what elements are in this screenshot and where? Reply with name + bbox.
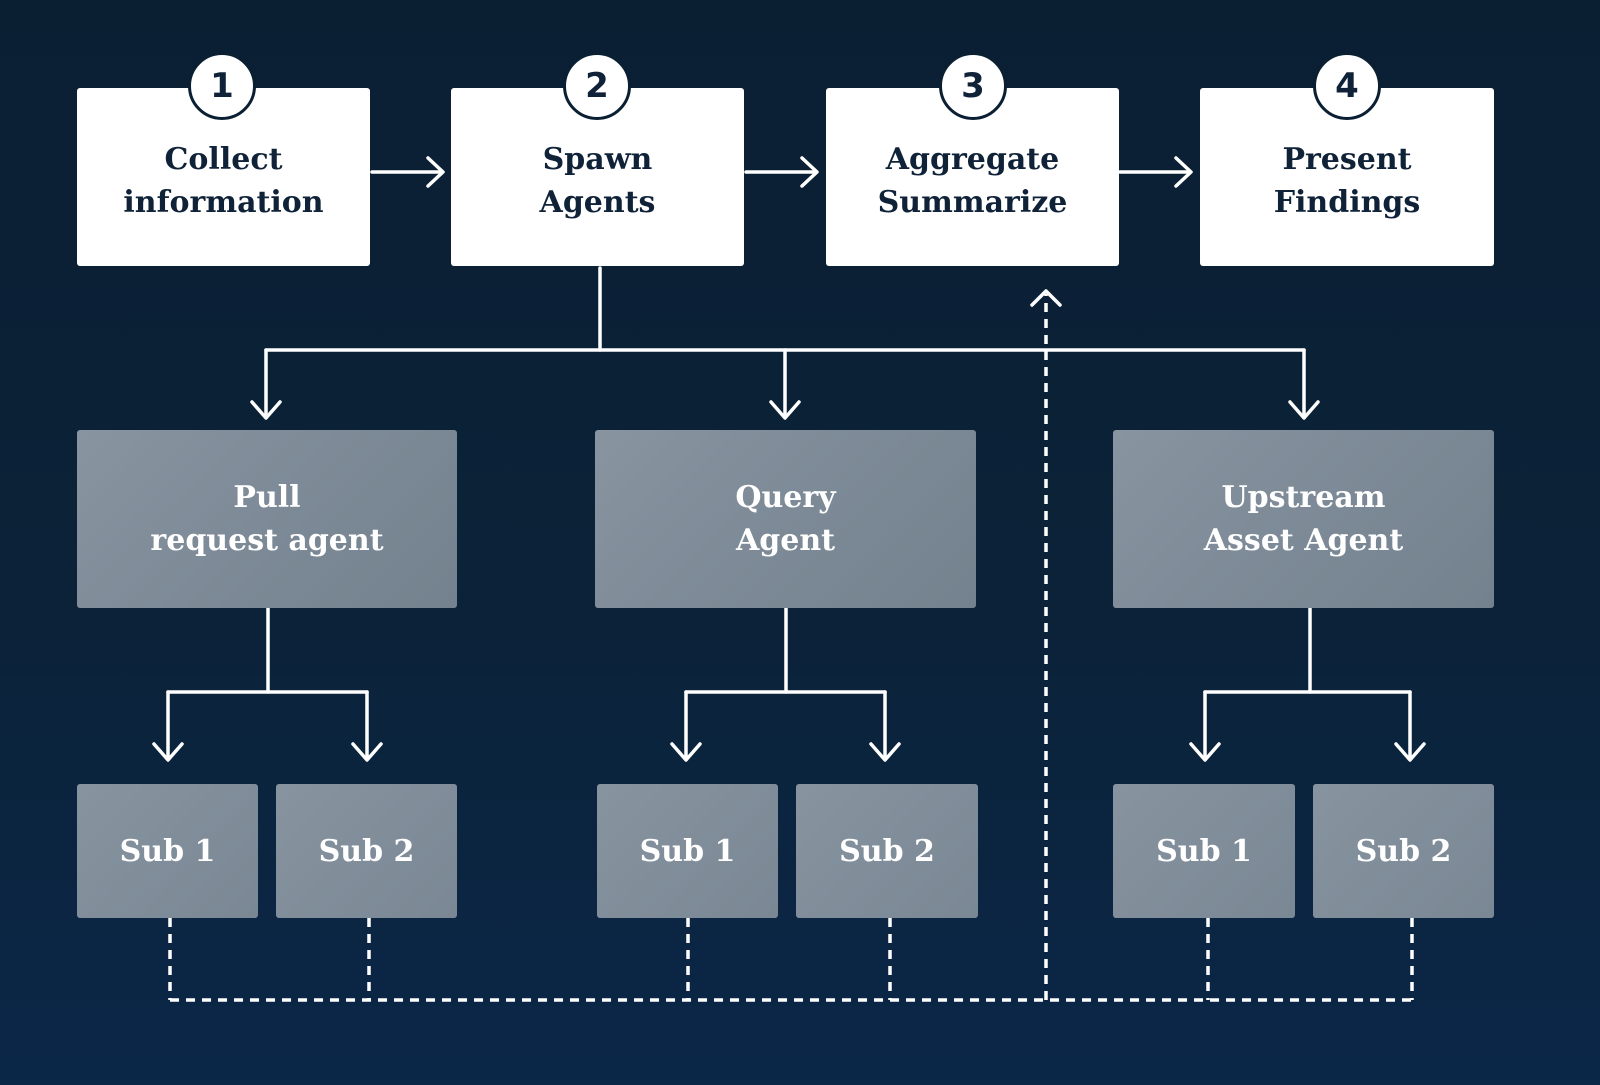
sub-agent-label: Sub 1 [119, 833, 216, 869]
agent-label: Query Agent [735, 480, 836, 558]
step-number-badge: 2 [563, 52, 631, 120]
sub-agent-box: Sub 1 [77, 784, 258, 918]
agent-label: Upstream Asset Agent [1203, 480, 1404, 558]
arrow-step-1-to-2 [370, 156, 445, 188]
sub-agent-box: Sub 2 [1313, 784, 1494, 918]
sub-agent-box: Sub 1 [1113, 784, 1295, 918]
spawn-fan-out-connector [250, 266, 1320, 420]
agent-upstream-asset: Upstream Asset Agent [1113, 430, 1494, 608]
arrow-step-2-to-3 [744, 156, 819, 188]
query-agent-sub-connector [670, 606, 901, 762]
sub-agent-box: Sub 2 [276, 784, 457, 918]
sub-agent-label: Sub 2 [318, 833, 415, 869]
dashed-return-arrowhead [1030, 289, 1062, 307]
upstream-asset-agent-sub-connector [1189, 606, 1426, 762]
arrow-step-3-to-4 [1118, 156, 1193, 188]
step-number-badge: 1 [188, 52, 256, 120]
step-label: Collect information [123, 142, 324, 220]
sub-agent-label: Sub 2 [839, 833, 935, 869]
step-label: Present Findings [1273, 142, 1421, 220]
step-number-badge: 4 [1313, 52, 1381, 120]
dashed-aggregation-return-path [168, 294, 1414, 1002]
step-label: Spawn Agents [539, 142, 656, 220]
pull-request-agent-sub-connector [152, 606, 383, 762]
sub-agent-box: Sub 2 [796, 784, 978, 918]
agent-pull-request: Pull request agent [77, 430, 457, 608]
step-label: Aggregate Summarize [877, 142, 1068, 220]
step-number-badge: 3 [939, 52, 1007, 120]
agent-label: Pull request agent [150, 480, 384, 558]
sub-agent-label: Sub 1 [639, 833, 736, 869]
sub-agent-label: Sub 2 [1355, 833, 1452, 869]
step-present-findings: Present Findings [1200, 88, 1494, 266]
sub-agent-box: Sub 1 [597, 784, 778, 918]
agent-query: Query Agent [595, 430, 976, 608]
sub-agent-label: Sub 1 [1156, 833, 1252, 869]
